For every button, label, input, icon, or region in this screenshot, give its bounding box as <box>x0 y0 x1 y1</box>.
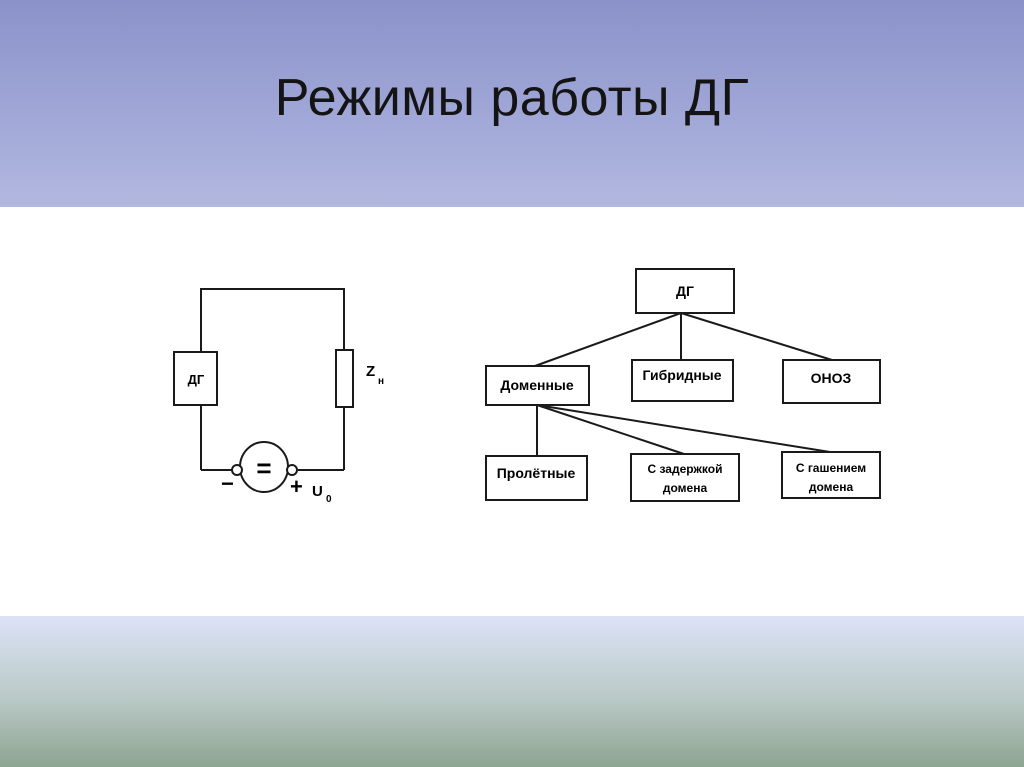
slide-content <box>0 207 1024 616</box>
node-transit-label: Пролётные <box>497 465 576 481</box>
load-label: Z <box>366 363 375 380</box>
node-delay-label-line1: С задержкой <box>647 462 722 476</box>
generator-box <box>173 351 218 406</box>
minus-sign: − <box>221 471 234 496</box>
node-domain-label: Доменные <box>500 377 574 393</box>
circuit-top-wire <box>200 288 345 352</box>
node-quench-label-line1: С гашением <box>796 461 866 475</box>
slide-title: Режимы работы ДГ <box>274 69 750 127</box>
source-right-terminal <box>286 464 298 476</box>
voltage-subscript: 0 <box>326 494 332 505</box>
generator-label: ДГ <box>188 372 205 387</box>
node-domain-box <box>485 365 590 406</box>
node-quench-box <box>781 451 881 499</box>
load-subscript: н <box>378 376 384 387</box>
node-delay-box <box>630 453 740 502</box>
node-quench-label-line2: домена <box>809 480 854 494</box>
tree-connectors <box>534 312 833 456</box>
node-delay-label-line2: домена <box>663 481 708 495</box>
node-transit-box <box>485 455 588 501</box>
node-root-label: ДГ <box>676 283 694 299</box>
source-symbol: = <box>256 453 271 483</box>
node-onoz-label: ОНОЗ <box>811 370 852 386</box>
slide-header <box>0 0 1024 207</box>
load-resistor <box>335 349 354 408</box>
circuit-diagram <box>173 288 354 493</box>
slide-footer <box>0 616 1024 767</box>
tree-boxes <box>485 268 881 502</box>
node-root-box <box>635 268 735 314</box>
source-left-terminal <box>231 464 243 476</box>
voltage-label: U <box>312 483 323 500</box>
node-hybrid-label: Гибридные <box>642 367 721 383</box>
node-onoz-box <box>782 359 881 404</box>
node-hybrid-box <box>631 359 734 402</box>
plus-sign: + <box>290 474 303 499</box>
